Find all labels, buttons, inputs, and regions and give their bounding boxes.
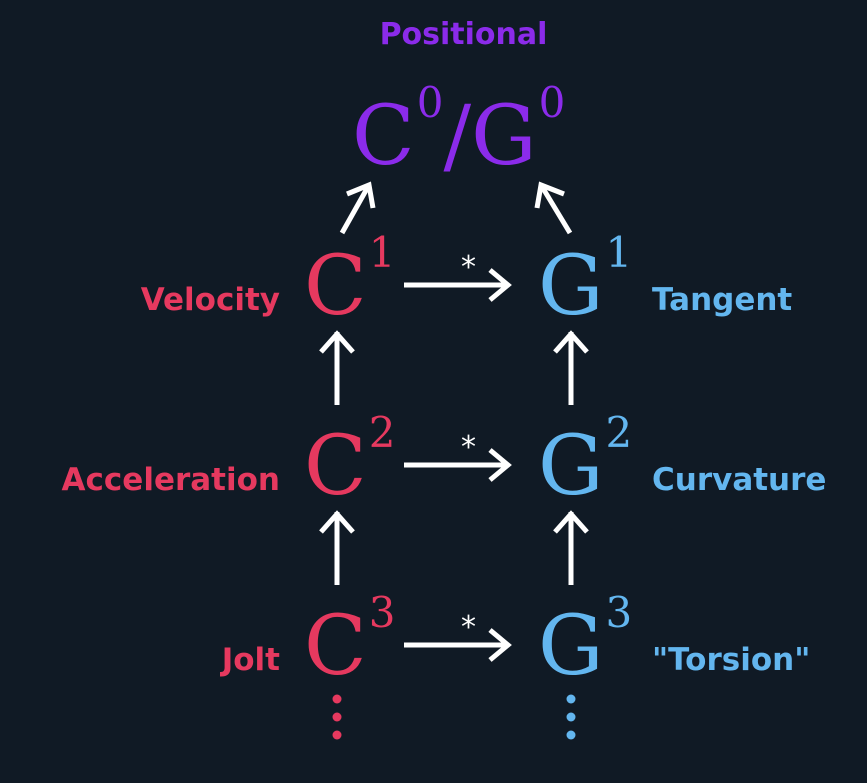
velocity-label: Velocity	[140, 282, 280, 318]
g2-symbol: G2	[538, 412, 632, 508]
torsion-label: "Torsion"	[652, 642, 811, 678]
positional-title: Positional	[379, 17, 548, 52]
g1-symbol: G1	[538, 232, 632, 328]
curvature-label: Curvature	[652, 462, 827, 498]
star-row3: *	[461, 610, 476, 645]
c3-sup: 3	[368, 588, 396, 637]
c3-symbol: C3	[304, 592, 395, 688]
tangent-label: Tangent	[652, 282, 793, 318]
g1-sup: 1	[605, 228, 633, 277]
g-ellipsis	[566, 694, 576, 740]
c1-sup: 1	[368, 228, 396, 277]
g2-base: G	[538, 419, 604, 514]
c1-symbol: C1	[304, 232, 395, 328]
arrow-c3-to-c2	[319, 510, 355, 585]
arrow-g2-to-g1	[553, 330, 589, 405]
g3-base: G	[538, 599, 604, 694]
arrow-c1-to-g1	[404, 268, 512, 302]
c1-base: C	[304, 239, 367, 334]
c2-sup: 2	[368, 408, 396, 457]
star-row2: *	[461, 430, 476, 465]
jolt-label: Jolt	[221, 642, 280, 678]
g0-base: G	[471, 89, 537, 184]
c0-g0-separator: /	[443, 89, 472, 184]
c2-symbol: C2	[304, 412, 395, 508]
acceleration-label: Acceleration	[61, 462, 280, 498]
g3-symbol: G3	[538, 592, 632, 688]
arrow-g1-to-g0	[534, 181, 573, 235]
star-row1: *	[461, 250, 476, 285]
arrow-c3-to-g3	[404, 628, 512, 662]
c0-base: C	[352, 89, 415, 184]
c-ellipsis	[332, 694, 342, 740]
c3-base: C	[304, 599, 367, 694]
arrow-c2-to-g2	[404, 448, 512, 482]
g0-sup: 0	[538, 78, 566, 127]
c0-sup: 0	[416, 78, 444, 127]
c0-g0-symbol: C0/G0	[352, 82, 565, 178]
arrow-g3-to-g2	[553, 510, 589, 585]
g1-base: G	[538, 239, 604, 334]
arrow-c2-to-c1	[319, 330, 355, 405]
g3-sup: 3	[605, 588, 633, 637]
arrow-c1-to-c0	[339, 181, 376, 235]
c2-base: C	[304, 419, 367, 514]
g2-sup: 2	[605, 408, 633, 457]
